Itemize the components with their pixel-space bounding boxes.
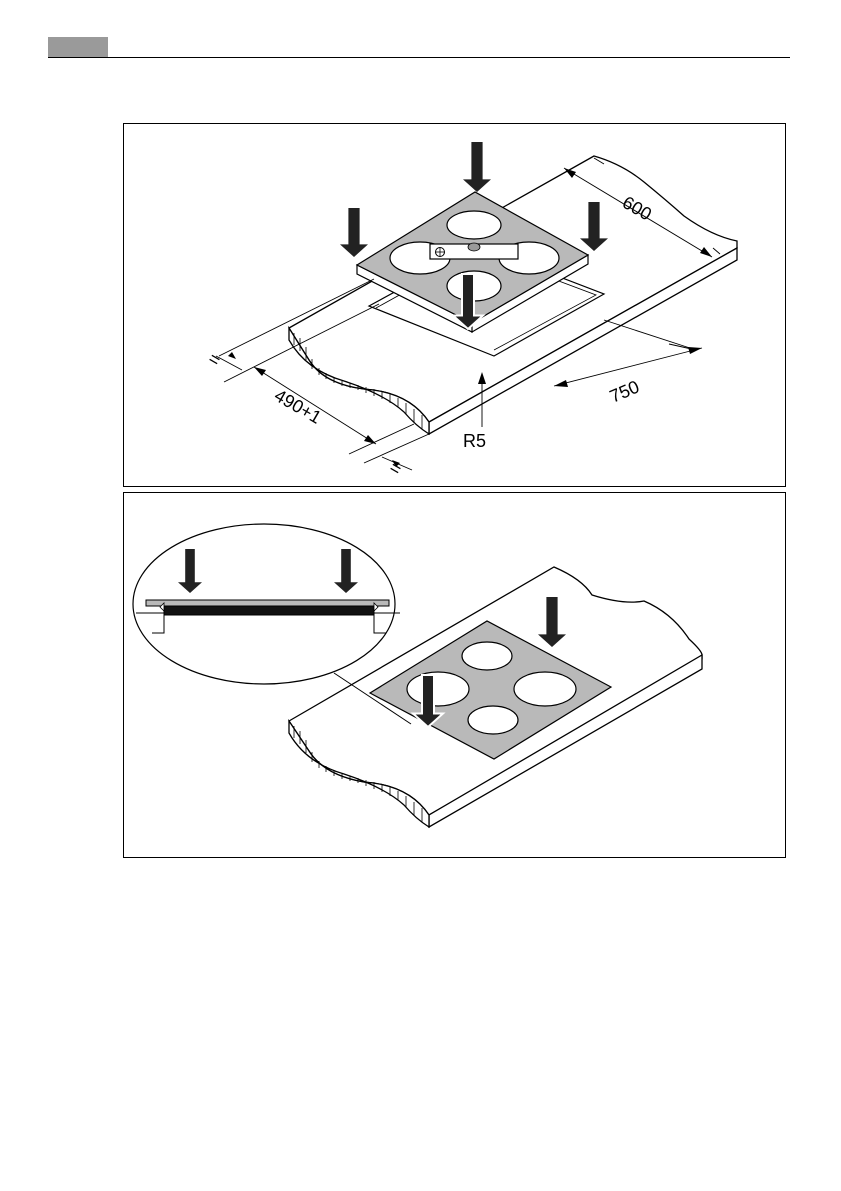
page-header-tab <box>48 37 108 57</box>
press-arrow-back <box>463 142 491 192</box>
cutout-dimension-label: 490+1 <box>271 385 325 428</box>
page-header-rule <box>48 57 790 58</box>
equal-gap-left-label: = <box>205 348 224 371</box>
cutout-diagram: 600 750 490+1 = = R5 <box>124 124 785 486</box>
width-dimension-label: 750 <box>607 377 642 407</box>
burner-right <box>514 672 576 706</box>
burner-front <box>468 706 518 734</box>
installation-figure-placement <box>123 492 786 858</box>
corner-radius-label: R5 <box>463 431 486 451</box>
burner-back <box>462 642 512 670</box>
burner-back <box>447 211 501 239</box>
spirit-level-tool <box>430 243 518 259</box>
detail-callout <box>133 524 400 684</box>
press-arrow-left <box>340 208 368 257</box>
placement-diagram <box>124 493 785 857</box>
detail-hob-glass <box>146 600 389 606</box>
installation-figure-cutout: 600 750 490+1 = = R5 <box>123 123 786 487</box>
detail-seal-strip <box>164 606 374 615</box>
burner-left <box>407 672 469 706</box>
equal-gap-right-label: = <box>386 457 405 480</box>
spirit-level-bubble <box>468 243 480 251</box>
